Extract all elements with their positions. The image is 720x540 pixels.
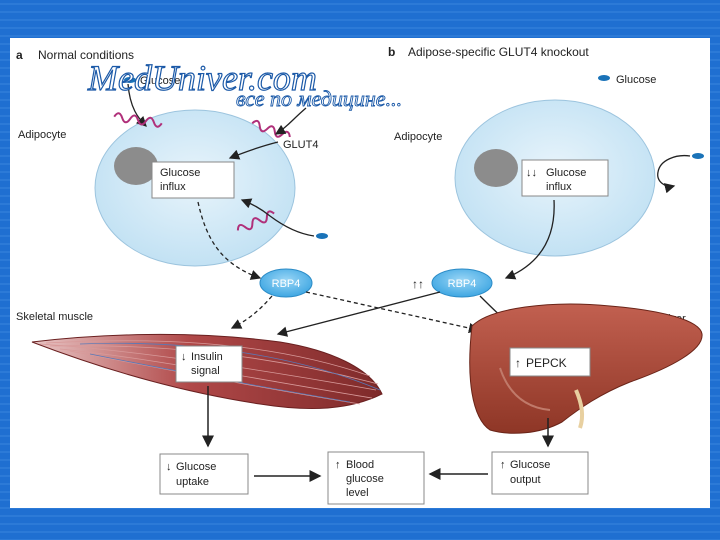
glucose-b-icon <box>598 75 610 81</box>
glut4-transporter-icon <box>113 112 163 128</box>
rbp4-right-label: RBP4 <box>448 278 477 290</box>
glucose-a-lower-arrow <box>240 198 315 237</box>
panel-a-letter: a <box>16 48 23 62</box>
glut4-pointer-arrow <box>274 107 307 135</box>
output-line1: Glucose <box>510 459 550 471</box>
blood-glucose-box <box>327 451 425 505</box>
insulin-line2: signal <box>191 365 220 377</box>
adipocyte-a-nucleus <box>114 147 158 185</box>
muscle-label: Skeletal muscle <box>16 311 93 323</box>
influx-b-arrows: ↓↓ <box>526 167 537 179</box>
glucose-uptake-box <box>159 453 249 495</box>
insulin-line1: Insulin <box>191 351 223 363</box>
rbp4-left-to-liver-dashed <box>305 291 480 334</box>
glucose-influx-arrow <box>228 141 279 160</box>
influx-a-line2: influx <box>160 181 186 193</box>
glucose-a-label: Glucose <box>140 75 180 87</box>
uptake-line2: uptake <box>176 476 209 488</box>
uptake-arrow: ↓ <box>166 461 172 473</box>
blood-arrow: ↑ <box>335 459 341 471</box>
panel-a-title: Normal conditions <box>38 48 134 62</box>
glucose-b-side-icon <box>692 153 704 159</box>
blood-line2: glucose <box>346 473 384 485</box>
influx-to-rbp4-dashed-arrow <box>197 201 262 280</box>
rbp4-right-node <box>431 268 493 298</box>
blood-line3: level <box>346 487 369 499</box>
influx-b-to-rbp4-arrow <box>504 199 555 280</box>
output-arrow: ↑ <box>500 459 506 471</box>
glut4-transporter-icon <box>236 210 275 231</box>
uptake-line1: Glucose <box>176 461 216 473</box>
panel-b-title: Adipose-specific GLUT4 knockout <box>408 45 589 59</box>
adipocyte-b-nucleus <box>474 149 518 187</box>
pepck-label: PEPCK <box>526 356 567 370</box>
watermark-title: MedUniver.com <box>87 58 317 98</box>
rbp4-left-node <box>259 268 313 298</box>
insulin-signal-box <box>175 345 243 383</box>
pepck-arrow: ↑ <box>515 356 521 370</box>
glucose-b-bounce-arrow <box>657 154 691 194</box>
panel-b-letter: b <box>388 45 395 59</box>
influx-b-line1: Glucose <box>546 167 586 179</box>
influx-b-line2: influx <box>546 181 572 193</box>
glut4-label: GLUT4 <box>283 139 318 151</box>
output-line2: output <box>510 474 541 486</box>
adipocyte-b-label: Adipocyte <box>394 131 442 143</box>
adipocyte-a-label: Adipocyte <box>18 129 66 141</box>
influx-a-line1: Glucose <box>160 167 200 179</box>
glucose-output-box <box>491 451 589 495</box>
glucose-a-lower-icon <box>316 233 328 239</box>
rbp4-left-label: RBP4 <box>272 278 301 290</box>
rbp4-left-to-muscle-dashed <box>230 295 273 329</box>
pepck-box <box>509 347 591 377</box>
glucose-b-label: Glucose <box>616 74 656 86</box>
rbp4-glut4-diagram: a Normal conditions b Adipose-specific G… <box>16 45 704 505</box>
glucose-a-icon <box>124 77 136 83</box>
glucose-influx-box-b <box>521 159 609 197</box>
blood-line1: Blood <box>346 459 374 471</box>
insulin-arrow: ↓ <box>181 351 187 363</box>
watermark-subtitle: все по медицине... <box>236 86 402 111</box>
rbp4-right-to-muscle-arrow <box>276 291 441 337</box>
rbp4-right-arrows: ↑↑ <box>412 277 424 291</box>
glucose-influx-box-a <box>151 161 235 199</box>
